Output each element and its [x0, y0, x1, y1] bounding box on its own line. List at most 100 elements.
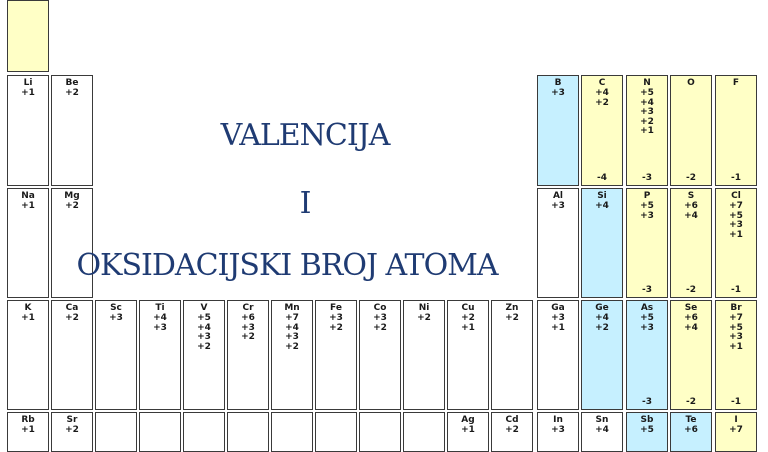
oxidation-state: +2: [197, 341, 211, 352]
oxidation-state: +1: [729, 229, 743, 240]
element-symbol: Ag: [461, 415, 475, 425]
oxidation-state: +5: [729, 322, 743, 333]
oxidation-states: +6+4: [671, 313, 711, 333]
oxidation-state: +1: [21, 313, 35, 323]
element-cell-ge: Ge+4+2: [581, 300, 623, 410]
element-cell-ca: Ca+2: [51, 300, 93, 410]
element-cell-i: I+7: [715, 412, 757, 452]
element-cell-empty: [139, 412, 181, 452]
oxidation-state: +4: [595, 313, 609, 323]
negative-oxidation-state: -2: [686, 173, 696, 183]
element-cell-sb: Sb+5: [626, 412, 668, 452]
element-symbol: S: [687, 191, 695, 201]
element-symbol: F: [732, 78, 740, 88]
oxidation-state: +2: [595, 322, 609, 333]
oxidation-states: +2: [52, 313, 92, 324]
oxidation-state: +5: [729, 210, 743, 221]
oxidation-state: +2: [241, 332, 255, 342]
negative-oxidation-state: -1: [731, 285, 741, 295]
oxidation-state: +4: [285, 322, 299, 333]
element-symbol: Sc: [110, 303, 122, 313]
element-cell-empty: [183, 412, 225, 452]
element-cell-si: Si+4: [581, 188, 623, 298]
element-cell-o: O-2: [670, 75, 712, 186]
oxidation-state: +3: [285, 332, 299, 342]
oxidation-state: +3: [153, 322, 167, 333]
element-symbol: V: [200, 303, 208, 313]
oxidation-states: +1: [8, 88, 48, 99]
element-cell-empty: [315, 412, 357, 452]
oxidation-states: +2: [492, 313, 532, 324]
oxidation-state: +2: [417, 313, 431, 323]
oxidation-states: +3: [538, 425, 578, 436]
element-cell-cd: Cd+2: [491, 412, 533, 452]
oxidation-states: +3+1: [538, 313, 578, 333]
element-symbol: As: [640, 303, 654, 313]
negative-oxidation-state: -3: [642, 397, 652, 407]
oxidation-state: +1: [551, 322, 565, 333]
title-line-2: I: [299, 186, 312, 221]
oxidation-state: +5: [197, 313, 211, 323]
element-cell-empty: [271, 412, 313, 452]
oxidation-state: +4: [684, 210, 698, 221]
oxidation-states: +3+2: [360, 313, 400, 333]
element-cell-v: V+5+4+3+2: [183, 300, 225, 410]
element-cell-ni: Ni+2: [403, 300, 445, 410]
element-cell-empty: [227, 412, 269, 452]
element-cell-empty: [7, 0, 49, 72]
oxidation-state: +1: [21, 425, 35, 435]
oxidation-state: +5: [640, 425, 654, 435]
oxidation-state: +1: [461, 322, 475, 333]
oxidation-state: +3: [373, 313, 387, 323]
element-cell-ti: Ti+4+3: [139, 300, 181, 410]
oxidation-state: +4: [595, 201, 609, 211]
oxidation-states: +2: [52, 425, 92, 436]
oxidation-states: +3+2: [316, 313, 356, 333]
oxidation-state: +7: [729, 313, 743, 323]
oxidation-states: +5+4+3+2+1: [627, 88, 667, 137]
element-cell-te: Te+6: [670, 412, 712, 452]
oxidation-states: +5+3: [627, 313, 667, 333]
negative-oxidation-state: -1: [731, 397, 741, 407]
oxidation-state: +3: [640, 107, 654, 117]
negative-oxidation-state: -2: [686, 285, 696, 295]
oxidation-state: +2: [65, 313, 79, 323]
oxidation-states: +5: [627, 425, 667, 436]
element-symbol: Ga: [551, 303, 565, 313]
oxidation-states: +1: [8, 425, 48, 436]
element-symbol: K: [24, 303, 32, 313]
element-cell-f: F -1: [715, 75, 757, 186]
negative-oxidation-state: -4: [597, 173, 607, 183]
oxidation-states: +6+3+2: [228, 313, 268, 343]
element-cell-cl: Cl+7+5+3+1-1: [715, 188, 757, 298]
element-symbol: N: [643, 78, 651, 88]
element-symbol: Ti: [155, 303, 165, 313]
element-symbol: Al: [552, 191, 564, 201]
oxidation-states: +2: [52, 88, 92, 99]
element-symbol: Rb: [21, 415, 35, 425]
element-cell-zn: Zn+2: [491, 300, 533, 410]
element-symbol: Sb: [640, 415, 654, 425]
oxidation-states: +2+1: [448, 313, 488, 333]
oxidation-state: +3: [551, 201, 565, 211]
oxidation-state: +2: [640, 116, 654, 127]
oxidation-states: +1: [448, 425, 488, 436]
element-cell-p: P+5+3-3: [626, 188, 668, 298]
element-cell-in: In+3: [537, 412, 579, 452]
oxidation-states: +4: [582, 201, 622, 212]
oxidation-state: +3: [329, 313, 343, 323]
oxidation-state: +3: [551, 425, 565, 435]
oxidation-state: +3: [551, 88, 565, 98]
oxidation-state: +4: [684, 322, 698, 333]
negative-oxidation-state: -1: [731, 173, 741, 183]
oxidation-state: +4: [197, 322, 211, 333]
oxidation-state: +7: [729, 201, 743, 211]
element-symbol: Cu: [461, 303, 475, 313]
negative-oxidation-state: -3: [642, 173, 652, 183]
element-cell-empty: [95, 412, 137, 452]
negative-oxidation-state: -2: [686, 397, 696, 407]
element-symbol: Sr: [66, 415, 78, 425]
element-symbol: Zn: [505, 303, 519, 313]
oxidation-states: +7+4+3+2: [272, 313, 312, 352]
oxidation-state: +3: [551, 313, 565, 323]
